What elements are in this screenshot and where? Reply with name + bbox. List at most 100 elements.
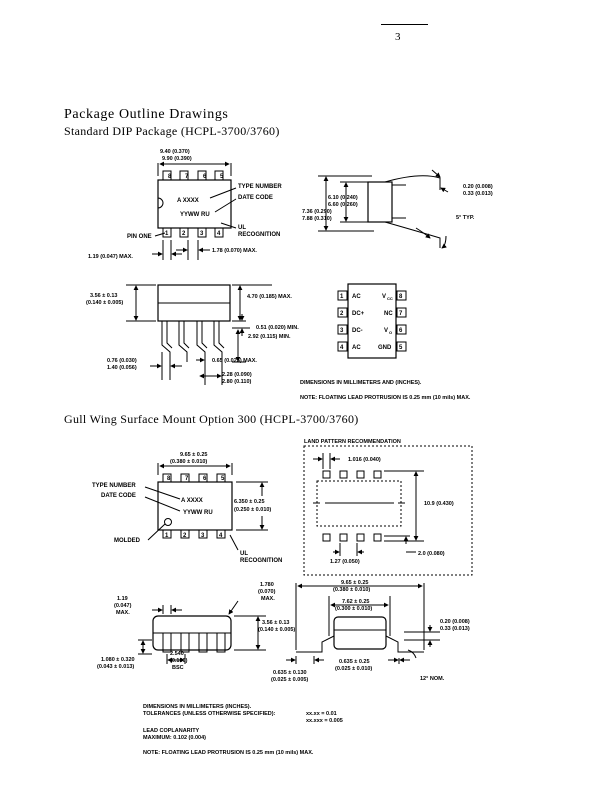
gw-pin-3: 3 <box>201 533 205 539</box>
gw-height-1: 3.56 ± 0.13 <box>262 620 289 626</box>
dip-section-title: Standard DIP Package (HCPL-3700/3760) <box>64 124 280 138</box>
dip-pitch-text-1: 2.28 (0.090) <box>222 372 252 378</box>
gw-side-b-2: (0.300 ± 0.010) <box>335 606 372 612</box>
dip-date-code-label: DATE CODE <box>238 195 273 201</box>
gw-tolerance-1: xx.xx = 0.01 <box>306 711 337 717</box>
dip-flash-note: NOTE: FLOATING LEAD PROTRUSION IS 0.25 m… <box>300 395 471 401</box>
dip-recognition-label: RECOGNITION <box>238 232 280 238</box>
gw-pin-5: 5 <box>221 476 225 482</box>
gw-bsc-2: (0.100) <box>170 658 188 664</box>
dip-angle-text: 5° TYP. <box>456 215 475 221</box>
pinout-name-3: DC- <box>352 328 363 334</box>
dip-lead-min-text: 2.92 (0.115) MIN. <box>248 334 291 340</box>
gw-foot-side-1: 0.635 ± 0.25 <box>339 659 370 665</box>
dip-pin-one-label: PIN ONE <box>127 234 152 240</box>
dip-lead-width-2: 1.40 (0.056) <box>107 365 137 371</box>
gw-pitch-max-2: (0.070) <box>258 589 276 595</box>
dip-standoff-text: 0.51 (0.020) MIN. <box>256 325 299 331</box>
dip-front-view <box>126 284 272 385</box>
dip-pin-2: 2 <box>182 231 186 237</box>
gw-pin-1: 1 <box>165 533 169 539</box>
dip-lead-max-text: 0.65 (0.025) MAX. <box>212 358 257 364</box>
dip-lead-thk-1: 0.20 (0.008) <box>463 184 493 190</box>
page-title: Package Outline Drawings <box>64 107 229 122</box>
gw-side-w-2: (0.380 ± 0.010) <box>333 587 370 593</box>
dip-pin-4: 4 <box>217 231 221 237</box>
land-pattern-texts: LAND PATTERN RECOMMENDATION 1.016 (0.040… <box>304 439 454 565</box>
gw-ul-label: UL <box>240 551 248 557</box>
gw-thk-2: 0.33 (0.013) <box>440 626 470 632</box>
gw-lead-w-1: 1.19 <box>117 596 128 602</box>
dip-side-dim-1: 6.10 (0.240) <box>328 195 358 201</box>
gullwing-side-view <box>286 583 440 664</box>
gw-width-text-1: 9.65 ± 0.25 <box>180 452 207 458</box>
pinout-name-6: V <box>384 328 388 334</box>
gw-pitch-max-3: MAX. <box>261 596 275 602</box>
pinout-pin-4: 4 <box>340 345 344 351</box>
gw-body-width-2: (0.250 ± 0.010) <box>234 507 271 513</box>
gw-foot-side-2: (0.025 ± 0.010) <box>335 666 372 672</box>
gw-bsc-3: BSC <box>172 665 184 671</box>
pinout-name-5: GND <box>378 345 392 351</box>
gullwing-front-texts: 1.19 (0.047) MAX. 1.780 (0.070) MAX. 3.5… <box>97 582 295 671</box>
gw-coplanarity-2: MAXIMUM: 0.102 (0.004) <box>143 735 206 741</box>
gw-marking-2: YYWW RU <box>183 510 213 516</box>
dip-side-texts: 6.10 (0.240) 6.60 (0.260) 7.36 (0.290) 7… <box>302 184 493 222</box>
dip-top-view <box>152 161 237 260</box>
dip-lead-thk-2: 0.33 (0.013) <box>463 191 493 197</box>
gw-recognition-label: RECOGNITION <box>240 558 282 564</box>
dip-pin-width-text: 1.19 (0.047) MAX. <box>88 254 133 260</box>
gullwing-top-view <box>144 463 268 551</box>
pinout-pin-5: 5 <box>399 345 403 351</box>
gw-tolerances-note: TOLERANCES (UNLESS OTHERWISE SPECIFIED): <box>143 711 276 717</box>
gw-date-code-label: DATE CODE <box>101 493 136 499</box>
pinout-pin-2: 2 <box>340 311 344 317</box>
dip-top-texts: 9.40 (0.370) 9.90 (0.390) 8 7 6 5 1 2 3 … <box>88 149 282 260</box>
dip-side-dim-4: 7.88 (0.310) <box>302 216 332 222</box>
dip-marking-2: YYWW RU <box>180 212 210 218</box>
dip-height-max-text: 4.70 (0.185) MAX. <box>247 294 292 300</box>
gullwing-top-texts: 9.65 ± 0.25 (0.380 ± 0.010) 8 7 6 5 1 2 … <box>92 452 282 564</box>
gullwing-section-title: Gull Wing Surface Mount Option 300 (HCPL… <box>64 412 359 426</box>
gw-lead-w-2: (0.047) <box>114 603 132 609</box>
pinout-name-8-sub: CC <box>387 296 393 301</box>
gw-pin-6: 6 <box>203 476 207 482</box>
land-pattern <box>303 445 473 576</box>
gw-width-text-2: (0.380 ± 0.010) <box>170 459 207 465</box>
page-number-rule <box>381 24 428 25</box>
land-pitch-text: 1.27 (0.050) <box>330 559 360 565</box>
gw-molded-label: MOLDED <box>114 538 141 544</box>
dip-ul-label: UL <box>238 225 246 231</box>
gw-standoff-1: 0.635 ± 0.130 <box>273 670 307 676</box>
pinout-pin-1: 1 <box>340 294 344 300</box>
dip-lead-width-1: 0.76 (0.030) <box>107 358 137 364</box>
gullwing-front-view <box>138 600 266 664</box>
pinout-pin-6: 6 <box>399 328 403 334</box>
land-length-text: 2.0 (0.080) <box>418 551 445 557</box>
dip-pin-5: 5 <box>220 174 224 180</box>
dip-pin-6: 6 <box>203 174 207 180</box>
page-number: 3 <box>395 31 401 43</box>
dip-pitch-max-text: 1.78 (0.070) MAX. <box>212 248 257 254</box>
gw-standoff-2: (0.025 ± 0.005) <box>271 677 308 683</box>
land-pattern-title: LAND PATTERN RECOMMENDATION <box>304 439 401 445</box>
dip-pin-1: 1 <box>165 231 169 237</box>
dip-pitch-text-2: 2.80 (0.110) <box>222 379 252 385</box>
gullwing-side-texts: 9.65 ± 0.25 (0.380 ± 0.010) 7.62 ± 0.25 … <box>271 580 470 683</box>
gw-height-2: (0.140 ± 0.005) <box>258 627 295 633</box>
pinout-name-1: AC <box>352 294 361 300</box>
dip-pin-8: 8 <box>168 174 172 180</box>
gw-type-number-label: TYPE NUMBER <box>92 483 136 489</box>
gw-lead-w-3: MAX. <box>116 610 130 616</box>
gw-side-w-1: 9.65 ± 0.25 <box>341 580 368 586</box>
gullwing-notes: DIMENSIONS IN MILLIMETERS (INCHES). TOLE… <box>143 704 343 756</box>
dip-type-number-label: TYPE NUMBER <box>238 184 282 190</box>
dip-dimensions-note: DIMENSIONS IN MILLIMETERS AND (INCHES). <box>300 380 422 386</box>
pinout-name-6-sub: O <box>389 330 392 335</box>
dip-marking-1: A XXXX <box>177 198 199 204</box>
gw-bsc-1: 2.540 <box>170 651 184 657</box>
pinout-pin-7: 7 <box>399 311 403 317</box>
gw-coplanarity-1: LEAD COPLANARITY <box>143 728 200 734</box>
gw-pitch-max-1: 1.780 <box>260 582 274 588</box>
